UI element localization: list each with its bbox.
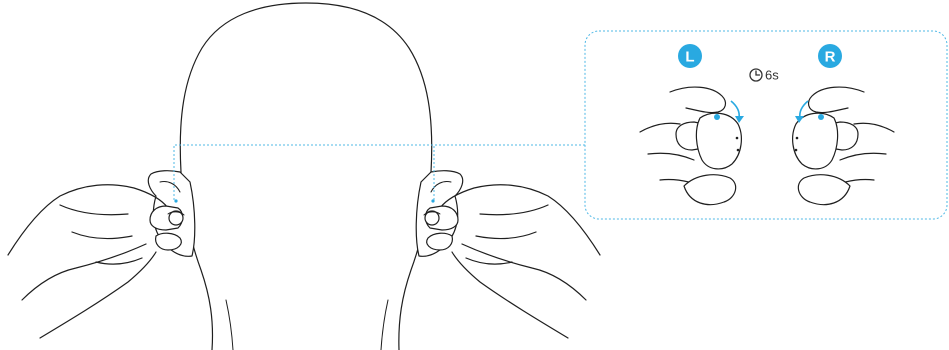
neck-left (225, 299, 234, 350)
detail-left-hand (639, 86, 742, 206)
arrow-left-icon (730, 100, 740, 119)
touch-point-detail-right (818, 114, 824, 120)
detail-callout (584, 30, 948, 220)
ear-left-inner (159, 181, 181, 193)
neck-right (380, 299, 389, 350)
hand-right (423, 184, 601, 339)
detail-right-hand (792, 86, 895, 206)
right-badge: R (818, 44, 842, 68)
left-badge: L (678, 44, 702, 68)
hand-left (7, 184, 185, 339)
arrow-left-icon-head (735, 116, 744, 123)
touch-point-left (174, 199, 178, 203)
left-badge-label: L (685, 49, 694, 66)
arrow-right-icon-head (795, 116, 804, 123)
right-badge-label: R (825, 49, 836, 66)
head-outline (179, 2, 433, 350)
clock-icon (749, 68, 763, 82)
hold-time-label: 6s (765, 68, 779, 83)
touch-point-right (431, 199, 435, 203)
ear-right-inner (430, 181, 452, 193)
connector-line (173, 144, 585, 200)
touch-point-detail-left (714, 114, 720, 120)
